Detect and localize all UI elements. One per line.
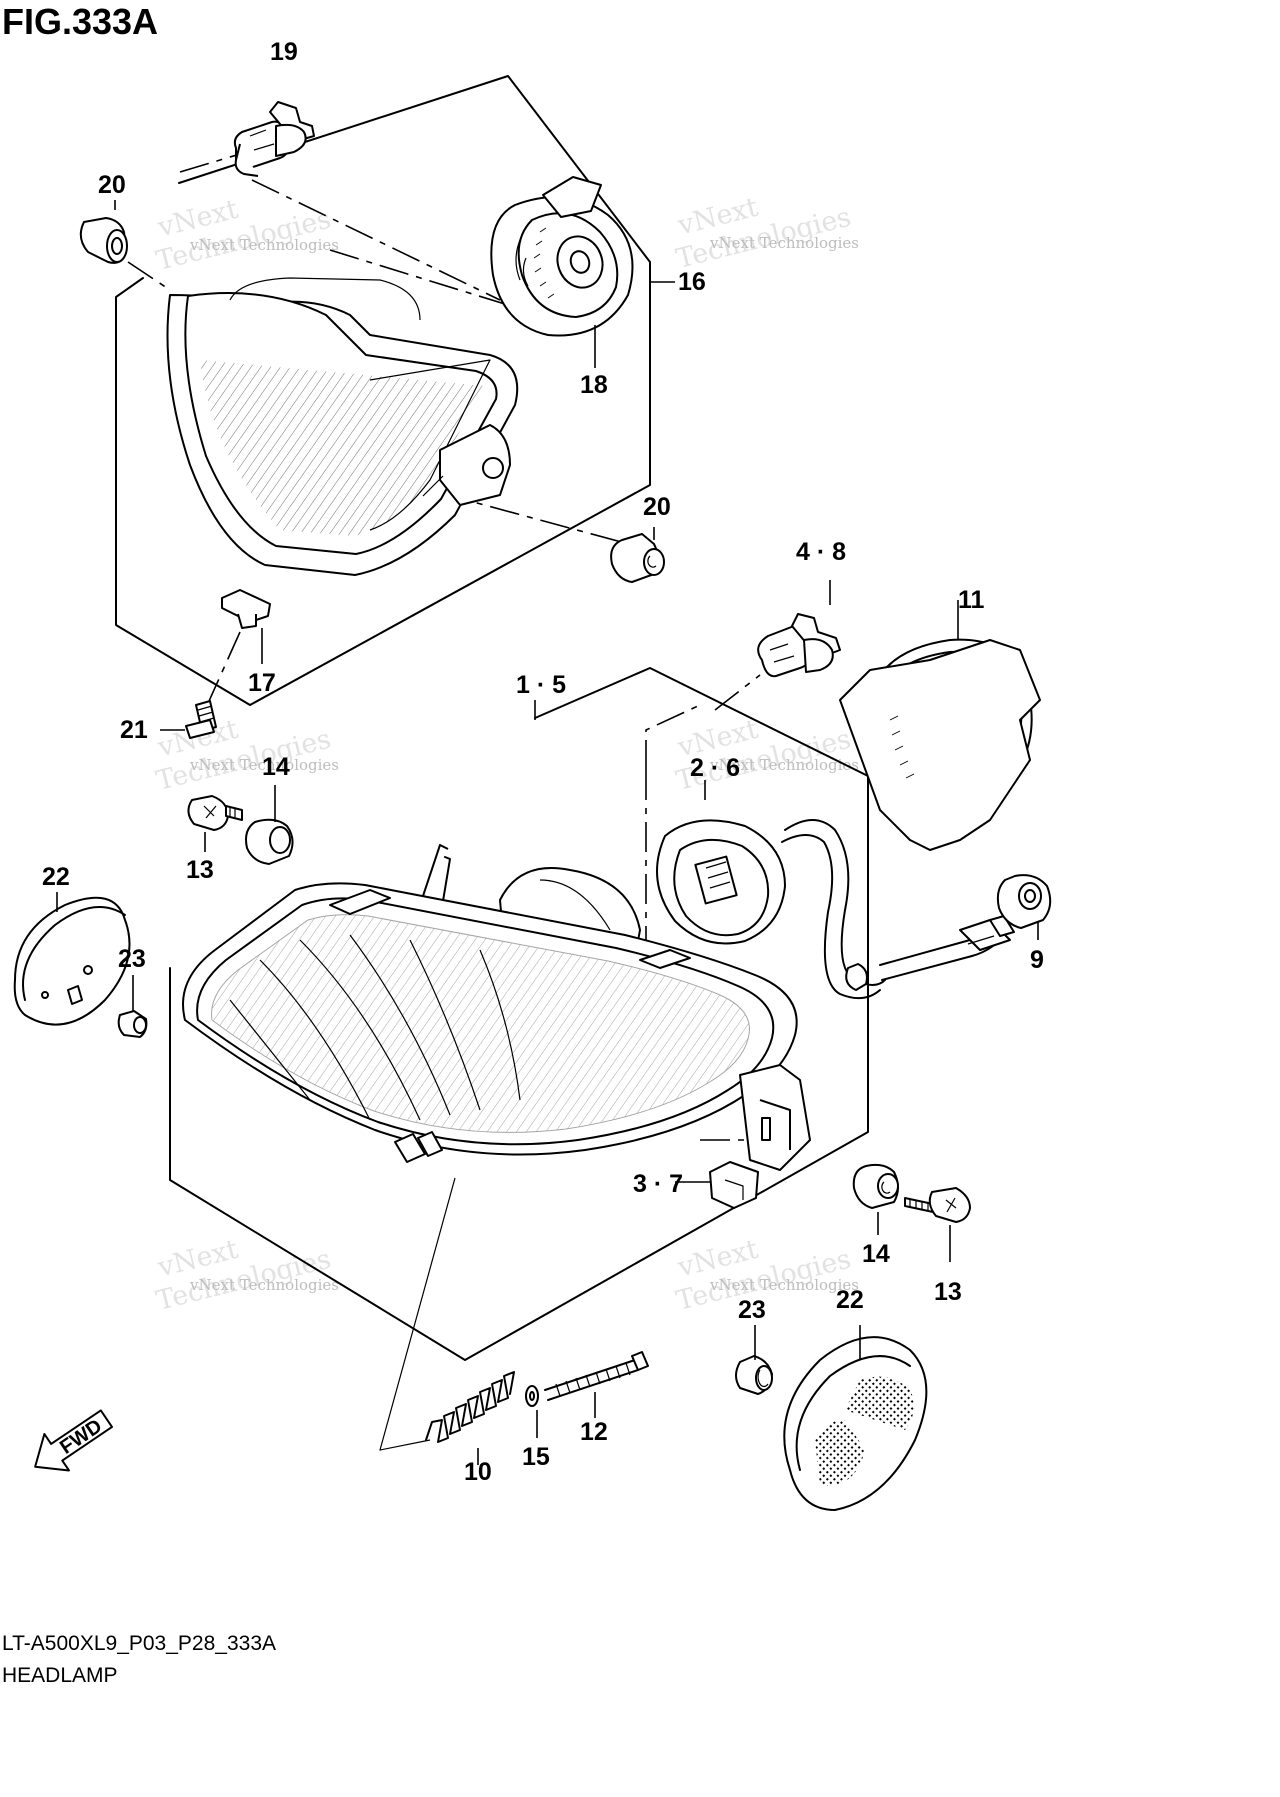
callout-4-8: 4 · 8 xyxy=(796,538,846,566)
watermark-small: vNext Technologies xyxy=(189,236,339,254)
upper-lamp-housing[interactable] xyxy=(166,277,519,576)
callout-13-right: 13 xyxy=(934,1278,962,1306)
headlamp-unit-part-1-5[interactable] xyxy=(182,844,811,1171)
figure-title: FIG.333A xyxy=(2,1,158,42)
callout-20-right: 20 xyxy=(643,493,671,521)
axis-line xyxy=(329,249,509,306)
callout-23-left: 23 xyxy=(118,945,146,973)
nut-part-23a[interactable] xyxy=(117,975,148,1038)
callout-11: 11 xyxy=(958,586,985,614)
washer-part-15[interactable] xyxy=(525,1385,539,1438)
callout-10: 10 xyxy=(464,1458,492,1486)
grommet-part-14a[interactable] xyxy=(245,785,294,865)
callout-1-5: 1 · 5 xyxy=(516,671,566,699)
watermark-small: vNext Technologies xyxy=(709,234,859,252)
bolt-part-13b[interactable] xyxy=(904,1187,971,1262)
screw-part-21[interactable] xyxy=(160,700,217,739)
reflector-part-22b[interactable] xyxy=(783,1325,928,1511)
upper-assembly xyxy=(79,75,675,739)
callout-14-left: 14 xyxy=(262,753,290,781)
callout-21: 21 xyxy=(120,716,148,744)
callout-labels: 19 20 16 18 20 4 · 8 11 17 1 · 5 21 14 2… xyxy=(42,38,1044,1486)
callout-13-left: 13 xyxy=(186,856,214,884)
reflector-ring-part-11[interactable] xyxy=(839,600,1041,851)
upper-socket-part-16[interactable] xyxy=(490,176,634,368)
clip-part-3-7[interactable] xyxy=(675,1161,759,1209)
screw-axis-line xyxy=(379,1177,456,1451)
bolt-part-13a[interactable] xyxy=(187,795,243,852)
callout-23-right: 23 xyxy=(738,1296,766,1324)
adjuster-spring-part-10[interactable] xyxy=(425,1371,515,1465)
callout-19: 19 xyxy=(270,38,298,66)
callout-2-6: 2 · 6 xyxy=(690,754,740,782)
adjuster-screw-part-12[interactable] xyxy=(544,1351,649,1418)
callout-17: 17 xyxy=(248,669,276,697)
upper-grommet-part-20b[interactable] xyxy=(610,527,665,583)
callout-22-right: 22 xyxy=(836,1286,864,1314)
watermark-small: vNext Technologies xyxy=(189,756,339,774)
forward-arrow-icon: FWD xyxy=(34,1409,114,1472)
upper-assembly-frame xyxy=(115,75,651,706)
lower-assembly-frame xyxy=(169,667,869,1361)
callout-9: 9 xyxy=(1030,946,1044,974)
callout-16: 16 xyxy=(678,268,706,296)
watermark-3: vNext Technologies vNext Technologies xyxy=(153,714,339,797)
axis-line xyxy=(251,179,501,301)
upper-grommet-part-20[interactable] xyxy=(79,200,171,291)
watermark-5: vNext Technologies vNext Technologies xyxy=(153,1234,339,1317)
figure-name: HEADLAMP xyxy=(2,1664,118,1687)
upper-bulb-part-19[interactable] xyxy=(233,101,315,177)
callout-18: 18 xyxy=(580,371,608,399)
callout-20-upper: 20 xyxy=(98,171,126,199)
watermark-small: vNext Technologies xyxy=(189,1276,339,1294)
callout-14-right: 14 xyxy=(862,1240,890,1268)
callout-15: 15 xyxy=(522,1443,550,1471)
clip-part-17[interactable] xyxy=(204,589,271,711)
watermark-small: vNext Technologies xyxy=(709,756,859,774)
socket-part-2-6[interactable] xyxy=(656,780,1015,1000)
callout-3-7: 3 · 7 xyxy=(633,1170,683,1198)
axis-line xyxy=(127,261,171,291)
grommet-part-14b[interactable] xyxy=(852,1163,899,1235)
lower-assembly xyxy=(169,580,1052,1465)
callout-12: 12 xyxy=(580,1418,608,1446)
cover-part-22a[interactable] xyxy=(13,892,131,1026)
figure-code: LT-A500XL9_P03_P28_333A xyxy=(2,1632,276,1655)
axis-line xyxy=(714,674,761,711)
lower-bulb-part-4-8[interactable] xyxy=(757,580,841,678)
right-bottom-parts xyxy=(735,1325,928,1511)
grommet-part-9[interactable] xyxy=(996,874,1052,940)
sub-frame xyxy=(645,704,701,770)
axis-line xyxy=(204,631,241,711)
watermark-small: vNext Technologies xyxy=(709,1276,859,1294)
callout-22-left: 22 xyxy=(42,863,70,891)
nut-part-23b[interactable] xyxy=(735,1325,773,1395)
axis-line xyxy=(439,492,626,544)
left-small-parts xyxy=(13,785,294,1038)
